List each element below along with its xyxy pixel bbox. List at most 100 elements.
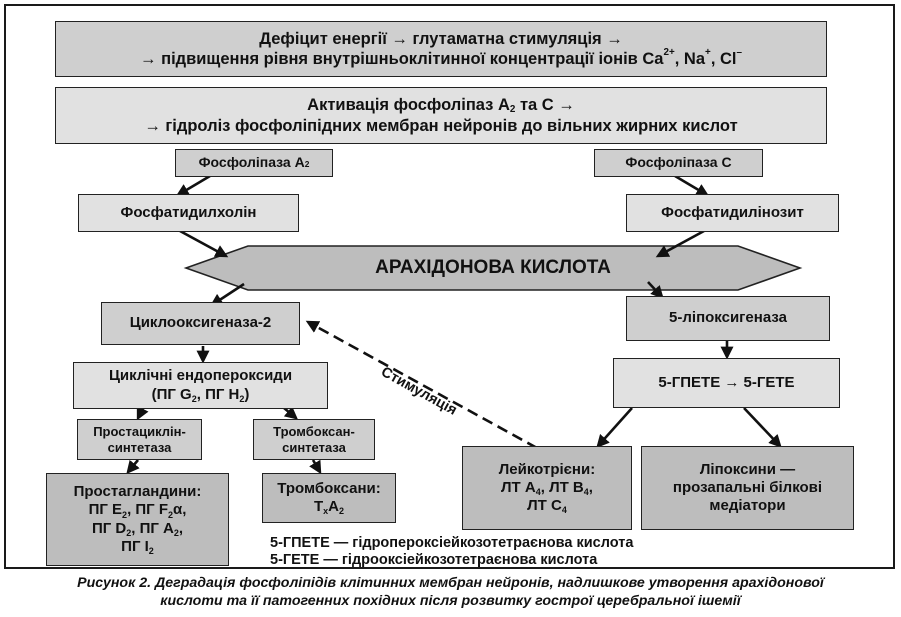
energy-deficit-line2: → підвищення рівня внутрішньоклітинної к… (140, 47, 742, 69)
caption-line1: Рисунок 2. Деградація фосфоліпідів кліти… (77, 575, 824, 591)
hpete-hete-box: 5-ГПЕТЕ → 5-ГЕТЕ (613, 358, 840, 408)
lt-b: , ЛТ B (540, 478, 584, 496)
arrow-aa-to-lox (647, 281, 664, 299)
pg-f-sub: 2 (168, 509, 174, 520)
thromboxanes-formula: TxA2 (314, 498, 344, 516)
leukotrienes-title: Лейкотрієни: (498, 460, 596, 478)
lt-c: ЛТ C (527, 497, 562, 515)
pg-a-sub: 2 (173, 527, 179, 538)
arachidonic-acid-hexagon (183, 245, 803, 291)
arrow-hpete-to-leukotrienes (596, 407, 633, 448)
endoperoxides-g-sub: 2 (191, 393, 197, 404)
tx-t: T (313, 498, 324, 515)
endoperoxides-h-sub: 2 (239, 393, 245, 404)
ca-charge: 2+ (663, 47, 675, 58)
pg-e-sub: 2 (122, 509, 128, 520)
thromboxane-synthase-line2: синтетаза (282, 439, 346, 455)
lt-a-sub: 4 (535, 487, 541, 498)
pg-i-sub: 2 (148, 546, 154, 557)
endoperoxides-line1: Циклічні ендопероксиди (108, 367, 293, 385)
pg-i: ПГ I (121, 537, 149, 555)
arrow-plc-to-phosphatidylinositol (674, 174, 710, 197)
pg-d-sub: 2 (126, 527, 132, 538)
phosphatidylinositol-label: Фосфатидилінозит (661, 203, 804, 221)
arrow-endoperoxides-to-thromboxane (283, 406, 298, 420)
arachidonic-acid-label: АРАХІДОНОВА КИСЛОТА (375, 257, 611, 278)
prostaglandins-row3: ПГ I2 (121, 538, 154, 556)
pg-f: , ПГ F (127, 501, 169, 519)
5-lipoxygenase-box: 5-ліпоксигеназа (626, 296, 830, 341)
cl-charge: – (736, 47, 742, 58)
lipoxins-line1: Ліпоксини — (699, 460, 796, 478)
phospholipase-a2-label: Фосфоліпаза А (198, 154, 305, 171)
cyclooxygenase-2-label: Циклооксигеназа-2 (129, 314, 272, 332)
caption-line2: кислоти та її патогенних похідних після … (160, 593, 741, 609)
arrow-phosphatidylcholine-to-aa (179, 229, 229, 258)
figure-caption: Рисунок 2. Деградація фосфоліпідів кліти… (4, 574, 897, 610)
legend-hpete: 5-ГПЕТЕ — гідропероксіейкозотетраєнова к… (270, 535, 634, 551)
figure-frame (4, 4, 895, 569)
leukotrienes-row1: ЛТ A4, ЛТ B4, (501, 479, 593, 497)
activation-line1-text: Активація фосфоліпаз А (307, 96, 510, 115)
energy-deficit-line1: Дефіцит енергії → глутаматна стимуляція … (259, 29, 623, 48)
arrow-prostacyclin-to-prostaglandins (126, 459, 140, 474)
arrow-pla2-to-phosphatidylcholine (175, 174, 211, 197)
arrow-hpete-to-lipoxins (743, 407, 782, 448)
cyclic-endoperoxides-box: Циклічні ендопероксиди (ПГ G2, ПГ H2) (73, 362, 328, 409)
pg-f-alpha: α, (173, 501, 187, 519)
prostacyclin-synthase-box: Простациклін- синтетаза (77, 419, 202, 460)
prostaglandins-title: Простагландини: (73, 482, 202, 500)
pg-a-comma: , (178, 519, 184, 537)
endoperoxides-pg-g: (ПГ G (151, 385, 192, 403)
hpete-hete-label: 5-ГПЕТЕ → 5-ГЕТЕ (658, 373, 795, 391)
phosphatidylcholine-box: Фосфатидилхолін (78, 194, 299, 232)
lt-b-sub: 4 (583, 487, 589, 498)
legend-hete: 5-ГЕТЕ — гідрооксіейкозотетраєнова кисло… (270, 552, 598, 568)
endoperoxides-line2: (ПГ G2, ПГ H2) (152, 386, 250, 404)
arrow-phosphatidylinositol-to-aa (655, 229, 705, 258)
thromboxanes-title: Тромбоксани: (277, 479, 381, 497)
prostaglandins-row2: ПГ D2, ПГ A2, (92, 520, 183, 538)
prostacyclin-synthase-line2: синтетаза (107, 439, 172, 455)
na-text: , Na (674, 50, 706, 68)
tx-a-sub: 2 (339, 506, 345, 517)
phosphatidylinositol-box: Фосфатидилінозит (626, 194, 839, 232)
lt-c-sub: 4 (561, 505, 567, 516)
activation-a-sub: 2 (509, 104, 516, 116)
arrow-thromboxane-synthase-to-thromboxanes (309, 459, 322, 475)
pg-a: , ПГ A (131, 519, 174, 537)
phospholipase-c-box: Фосфоліпаза С (594, 149, 763, 177)
thromboxane-synthase-line1: Тромбоксан- (273, 423, 355, 439)
arrow-endoperoxides-to-prostacyclin (136, 405, 149, 421)
endoperoxides-pg-h: , ПГ H (196, 385, 240, 403)
phospholipase-a2-sub: 2 (304, 158, 310, 169)
activation-line2: → гідроліз фосфоліпідних мембран нейроні… (144, 116, 738, 135)
pg-d: ПГ D (91, 519, 127, 537)
activation-line1: Активація фосфоліпаз А2 та С → (307, 95, 575, 115)
cl-text: , Cl (710, 50, 737, 68)
na-charge: + (705, 47, 711, 58)
activation-line1-post: та С → (515, 96, 575, 115)
leukotrienes-row2: ЛТ C4 (527, 497, 567, 515)
lt-a: ЛТ A (501, 478, 536, 496)
arrow-stimulation-dashed (305, 320, 538, 450)
5-lipoxygenase-label: 5-ліпоксигеназа (669, 309, 787, 327)
lipoxins-box: Ліпоксини — прозапальні білкові медіатор… (641, 446, 854, 530)
cyclooxygenase-2-box: Циклооксигеназа-2 (101, 302, 300, 345)
leukotrienes-box: Лейкотрієни: ЛТ A4, ЛТ B4, ЛТ C4 (462, 446, 632, 530)
tx-x-sub: x (323, 506, 329, 517)
arrow-aa-to-cox2 (209, 282, 245, 307)
lt-b-comma: , (588, 478, 593, 496)
phospholipase-activation-box: Активація фосфоліпаз А2 та С → → гідролі… (55, 87, 827, 144)
tx-a: A (328, 498, 339, 515)
prostaglandins-row1: ПГ E2, ПГ F2α, (89, 501, 187, 519)
prostaglandins-box: Простагландини: ПГ E2, ПГ F2α, ПГ D2, ПГ… (46, 473, 229, 566)
prostacyclin-synthase-line1: Простациклін- (93, 423, 186, 439)
thromboxane-synthase-box: Тромбоксан- синтетаза (253, 419, 375, 460)
energy-deficit-box: Дефіцит енергії → глутаматна стимуляція … (55, 21, 827, 77)
energy-deficit-line2-text: → підвищення рівня внутрішньоклітинної к… (140, 50, 664, 68)
phospholipase-c-label: Фосфоліпаза С (625, 154, 732, 171)
endoperoxides-close: ) (244, 385, 250, 403)
